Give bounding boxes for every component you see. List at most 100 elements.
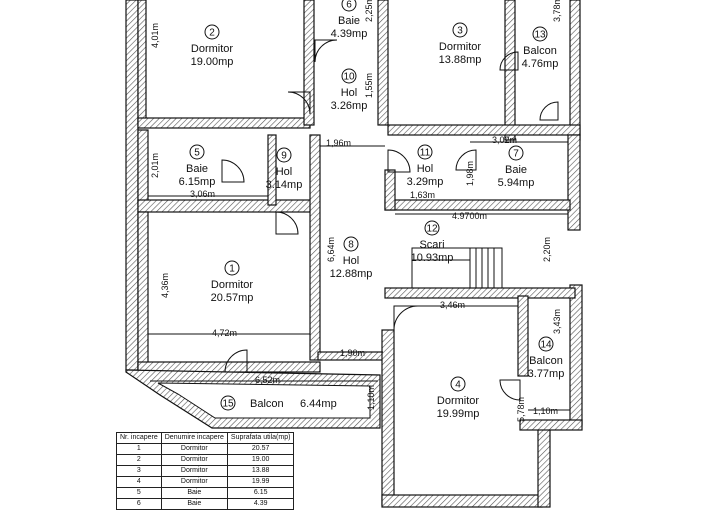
- room-number: 7: [513, 149, 519, 160]
- dimension-label: 1,90m: [340, 348, 365, 358]
- room-number: 12: [426, 224, 438, 235]
- door-bath6: [314, 39, 338, 63]
- room-area: 20.57mp: [211, 292, 254, 304]
- room-name: Hol: [417, 163, 434, 175]
- room-number: 4: [455, 380, 461, 391]
- room-number-circle: [224, 260, 240, 276]
- balcony-15-outline: [125, 369, 381, 429]
- dimension-label: 4,01m: [150, 23, 160, 48]
- wall-bath6-right: [377, 0, 389, 126]
- dimension-label: 1,63m: [410, 190, 435, 200]
- room-number-circle: [276, 147, 292, 163]
- legend-cell-name: Dormitor: [160, 454, 228, 466]
- dimension-label: 4,36m: [160, 273, 170, 298]
- legend-cell-nr: 6: [116, 498, 162, 510]
- room-name: Balcon: [250, 398, 284, 410]
- room-area: 4.39mp: [331, 28, 368, 40]
- walls: [125, 0, 583, 508]
- wall-room2-right: [303, 0, 315, 126]
- room-area: 4.76mp: [522, 58, 559, 70]
- room-number: 9: [281, 151, 287, 162]
- room-number-circle: [450, 376, 466, 392]
- room-number-circle: [341, 0, 357, 12]
- dimension-label: 3,78m: [552, 0, 562, 22]
- stairs-outline: [411, 247, 503, 289]
- room-name: Hol: [341, 87, 358, 99]
- dimension-lines: [148, 141, 570, 411]
- legend-header-area: Suprafata utila(mp): [226, 432, 295, 444]
- balcony-15-floor: [157, 382, 371, 419]
- legend-cell-area: 20.57: [226, 443, 295, 455]
- room-area: 3.26mp: [331, 100, 368, 112]
- wall-room1-left: [137, 211, 149, 373]
- wall-room4-right: [537, 424, 551, 508]
- legend-cell-nr: 1: [116, 443, 162, 455]
- door-room3: [499, 51, 519, 71]
- dimension-label: 3,43m: [552, 309, 562, 334]
- dimension-label: 6,52m: [255, 375, 280, 385]
- room-area: 5.94mp: [498, 177, 535, 189]
- room-name: Balcon: [529, 355, 563, 367]
- room-number: 14: [540, 340, 552, 351]
- room-number: 10: [343, 72, 355, 83]
- dimension-label: 2,01m: [150, 153, 160, 178]
- room-labels: 1Dormitor20.57mp2Dormitor19.00mp3Dormito…: [179, 0, 565, 420]
- room-number-circle: [532, 26, 548, 42]
- legend-cell-name: Dormitor: [160, 443, 228, 455]
- door-bath5: [221, 159, 245, 183]
- wall-stair-bottom: [384, 287, 576, 299]
- legend-header-row: Nr. incapere Denumire incapere Suprafata…: [116, 432, 295, 444]
- dimension-label: 3,06m: [190, 189, 215, 199]
- room-number-circle: [424, 220, 440, 236]
- room-number-circle: [452, 22, 468, 38]
- room-name: Baie: [338, 15, 360, 27]
- room-area: 3.29mp: [407, 176, 444, 188]
- wall-room2-bottom: [137, 117, 311, 129]
- legend-cell-nr: 4: [116, 476, 162, 488]
- wall-room3-bottom: [387, 124, 581, 136]
- door-balcony13: [539, 101, 559, 121]
- room-number: 2: [209, 28, 215, 39]
- room-area: 3.77mp: [528, 368, 565, 380]
- room-number-circle: [204, 24, 220, 40]
- wall-bath5-right: [267, 134, 277, 206]
- room-legend-table: Nr. incapere Denumire incapere Suprafata…: [116, 432, 295, 510]
- legend-header-name: Denumire incapere: [160, 432, 228, 444]
- room-number: 13: [534, 30, 546, 41]
- wall-room4-left: [381, 329, 395, 506]
- dimension-label: 2,20m: [542, 237, 552, 262]
- room-number-circle: [341, 68, 357, 84]
- legend-cell-name: Dormitor: [160, 465, 228, 477]
- dimension-label: 1,10m: [533, 406, 558, 416]
- door-room4: [393, 305, 419, 331]
- dimension-label: 3,02m: [492, 135, 517, 145]
- stairs: [411, 247, 503, 289]
- wall-room4-bottom: [381, 494, 543, 508]
- room-number: 8: [348, 240, 354, 251]
- wall-hall11-bottom: [384, 199, 571, 211]
- room-name: Dormitor: [191, 43, 234, 55]
- door-bath7: [455, 149, 477, 171]
- dimension-label: 1,55m: [364, 73, 374, 98]
- room-number-circle: [508, 145, 524, 161]
- room-name: Hol: [276, 166, 293, 178]
- legend-cell-area: 6.15: [226, 487, 295, 499]
- room-number-circle: [538, 336, 554, 352]
- room-name: Hol: [343, 255, 360, 267]
